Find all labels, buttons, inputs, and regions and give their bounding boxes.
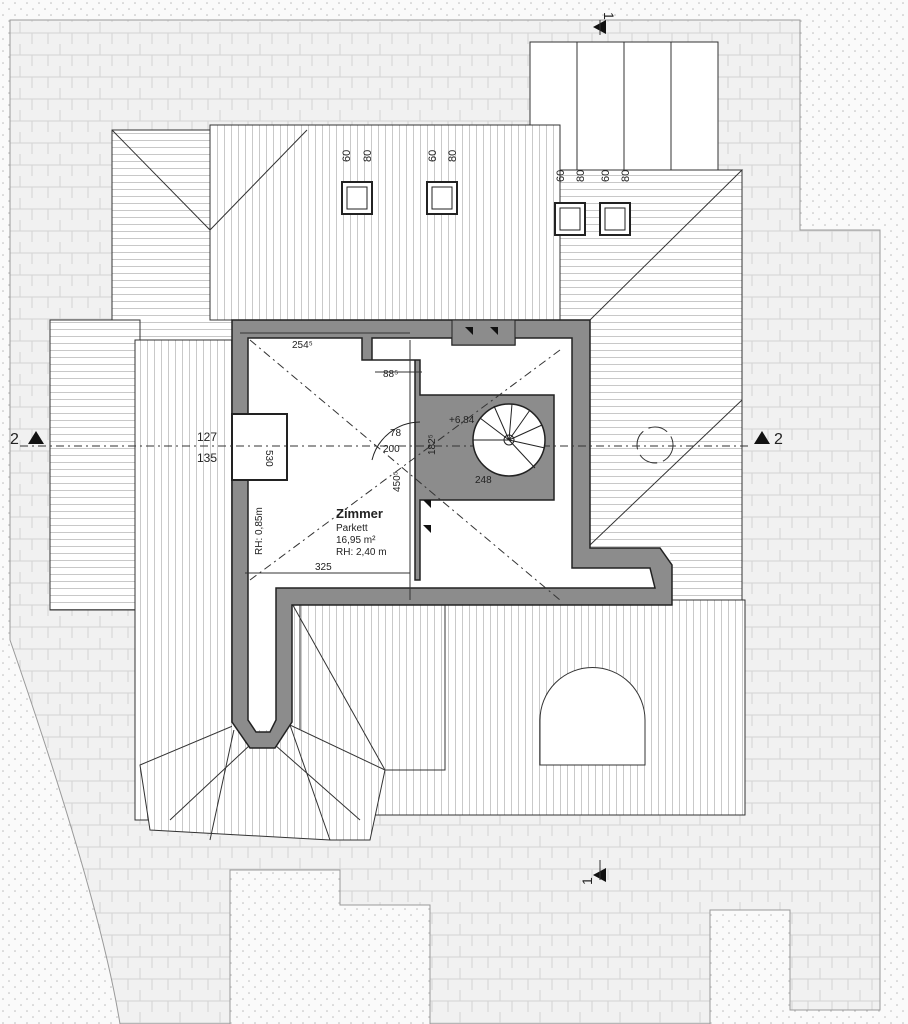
section-marker-2-east: 2 (754, 431, 783, 448)
west-window (231, 413, 288, 481)
svg-text:80: 80 (362, 150, 374, 162)
svg-text:78: 78 (390, 428, 402, 439)
room-floor (232, 320, 670, 730)
skylight: 60 80 (341, 150, 374, 215)
svg-text:80: 80 (575, 170, 587, 182)
room-height: RH: 2,40 m (336, 547, 387, 558)
svg-text:450⁵: 450⁵ (392, 471, 403, 492)
svg-text:60: 60 (555, 170, 567, 182)
svg-text:182⁵: 182⁵ (427, 434, 438, 455)
dimensions: 254⁵ 88⁵ 78 200 530 450⁵ 325 182⁵ 248 +6… (263, 340, 492, 573)
roof-west-annex (49, 319, 141, 611)
svg-text:60: 60 (341, 150, 353, 162)
svg-text:200: 200 (383, 444, 400, 455)
svg-text:80: 80 (447, 150, 459, 162)
roof-main-north (209, 124, 561, 321)
svg-text:2: 2 (10, 431, 19, 448)
svg-text:325: 325 (315, 562, 332, 573)
svg-text:60: 60 (600, 170, 612, 182)
svg-text:530: 530 (263, 450, 274, 467)
svg-text:60: 60 (427, 150, 439, 162)
dormer-arch (539, 667, 646, 766)
svg-text:88⁵: 88⁵ (383, 369, 398, 380)
room-area: 16,95 m² (336, 535, 376, 546)
chimney (451, 319, 516, 346)
svg-text:1: 1 (601, 12, 617, 20)
section-marker-2-west: 2 (10, 431, 44, 448)
svg-text:80: 80 (620, 170, 632, 182)
svg-text:2: 2 (774, 431, 783, 448)
svg-text:248: 248 (475, 475, 492, 486)
skylight: 60 80 (554, 170, 587, 236)
elevation-lower: 135 (197, 451, 217, 465)
svg-text:1: 1 (579, 877, 595, 885)
spiral-staircase (472, 403, 546, 477)
rotation-symbol (636, 426, 674, 464)
elevation-upper: 127 (197, 430, 217, 444)
skylight: 60 80 (426, 150, 459, 215)
room-name: Zimmer (336, 506, 383, 521)
svg-text:254⁵: 254⁵ (292, 340, 313, 351)
side-height: RH: 0,85m (254, 507, 265, 555)
skylight: 60 80 (599, 170, 632, 236)
door-swing (371, 421, 421, 461)
svg-text:+6,84: +6,84 (449, 415, 475, 426)
room-floor-type: Parkett (336, 523, 368, 534)
